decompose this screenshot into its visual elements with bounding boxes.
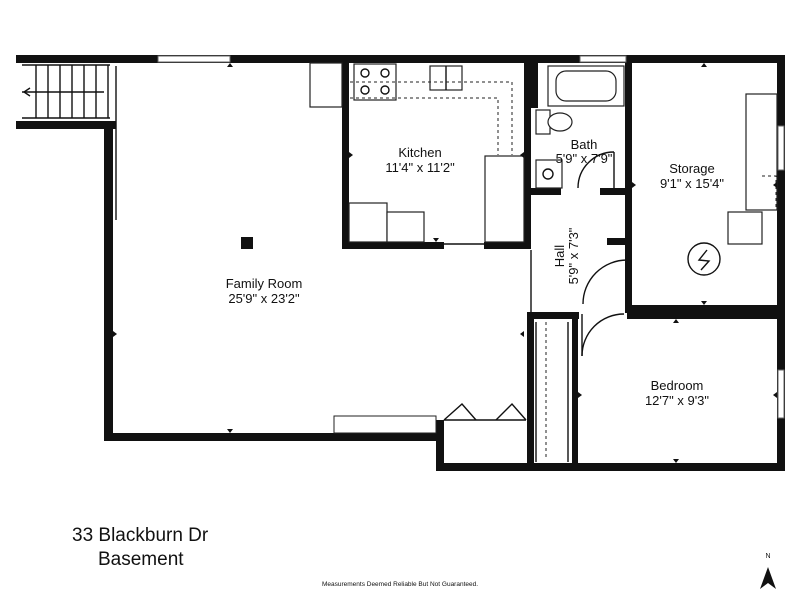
support-column — [241, 237, 253, 249]
room-name-bedroom: Bedroom — [651, 378, 704, 393]
kitchen-walls — [342, 63, 531, 249]
north-arrow: N — [756, 553, 780, 593]
room-dims-kitchen: 11'4" x 11'2" — [385, 160, 455, 175]
bath-walls — [531, 63, 632, 313]
wall-ticks — [113, 63, 777, 463]
windows — [157, 55, 785, 434]
room-name-family: Family Room — [226, 276, 303, 291]
room-name-bath: Bath — [571, 137, 598, 152]
property-address: 33 Blackburn Dr — [72, 525, 209, 546]
exterior-walls — [16, 55, 785, 471]
room-name-storage: Storage — [669, 161, 715, 176]
floor-level: Basement — [98, 549, 184, 570]
north-label: N — [765, 553, 771, 560]
room-name-kitchen: Kitchen — [398, 145, 441, 160]
room-dims-family: 25'9" x 23'2" — [228, 291, 300, 306]
north-arrow-icon — [760, 567, 776, 589]
storage-fixtures — [632, 93, 782, 312]
room-dims-storage: 9'1" x 15'4" — [660, 176, 724, 191]
bedroom-walls — [527, 312, 782, 471]
room-dims-bath: 5'9" x 7'9" — [556, 151, 613, 166]
disclaimer-text: Measurements Deemed Reliable But Not Gua… — [321, 581, 479, 588]
room-name-hall: Hall — [552, 245, 567, 268]
bath-fixtures — [535, 65, 625, 189]
room-dims-hall: 5'9" x 7'3" — [566, 227, 581, 284]
staircase — [22, 64, 117, 220]
room-dims-bedroom: 12'7" x 9'3" — [645, 393, 709, 408]
closet-doors — [443, 402, 527, 421]
hall-area — [530, 238, 632, 312]
kitchen-fixtures — [309, 62, 525, 243]
